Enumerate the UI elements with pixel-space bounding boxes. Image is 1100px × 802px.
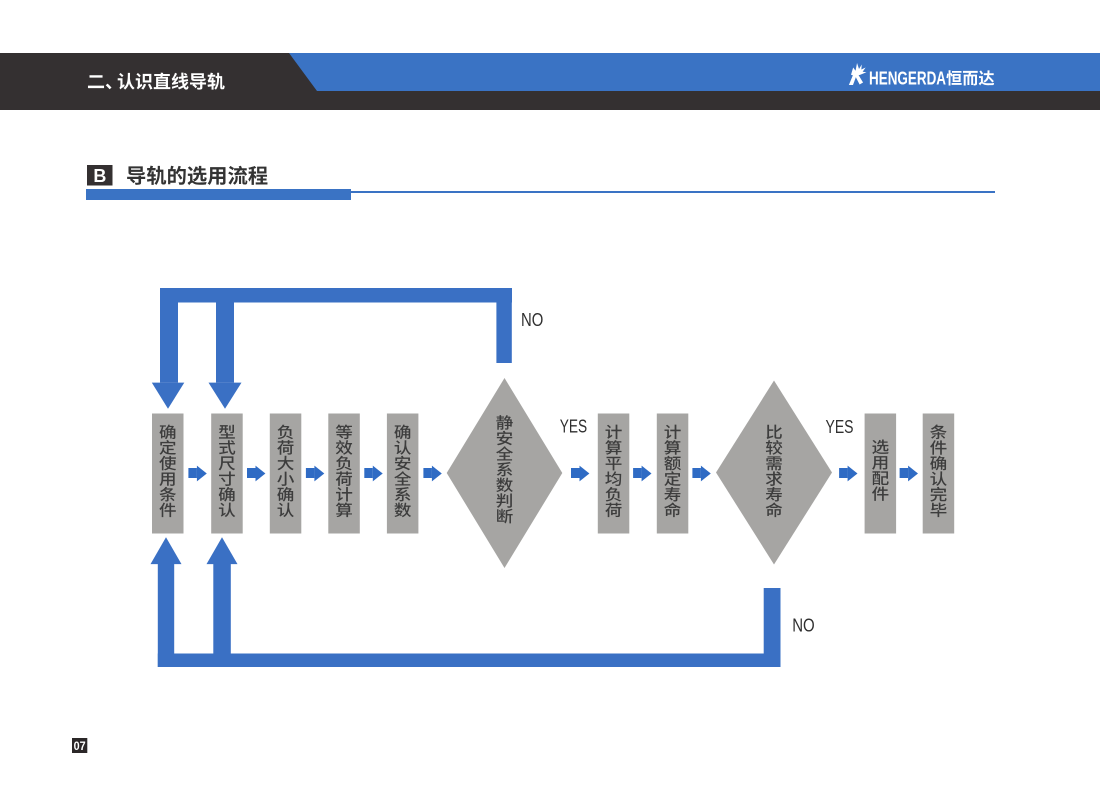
svg-text:YES: YES bbox=[826, 417, 854, 437]
svg-text:YES: YES bbox=[560, 417, 587, 437]
svg-text:NO: NO bbox=[521, 310, 543, 330]
svg-text:HENGERDA: HENGERDA bbox=[869, 68, 946, 89]
svg-text:07: 07 bbox=[74, 741, 86, 753]
svg-text:B: B bbox=[93, 166, 106, 186]
svg-text:NO: NO bbox=[792, 616, 815, 636]
